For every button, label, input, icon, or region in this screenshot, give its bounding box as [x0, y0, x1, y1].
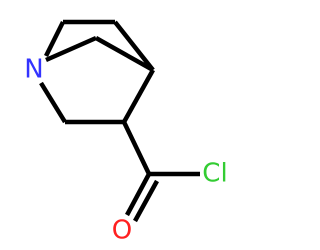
chlorine-atom-label: Cl	[202, 159, 227, 189]
bond-carbonyl-o-2	[133, 179, 159, 223]
bond-n-c2	[43, 20, 66, 58]
oxygen-atom-label: O	[112, 216, 132, 246]
bond-n-c6	[39, 81, 67, 124]
structure-drawing: N Cl O	[24, 19, 228, 246]
molecule-canvas: N Cl O	[24, 19, 228, 246]
bond-c3-bridgehead	[113, 20, 155, 72]
bond-bridgehead-c7	[122, 68, 155, 124]
bond-bridge-bridgehead	[94, 36, 155, 72]
bond-carbonyl-o-1	[125, 172, 151, 217]
bond-n-bridge	[45, 35, 97, 63]
bond-c7-carbonyl	[121, 121, 152, 175]
nitrogen-atom-label: N	[24, 55, 43, 85]
bond-group	[39, 19, 200, 223]
